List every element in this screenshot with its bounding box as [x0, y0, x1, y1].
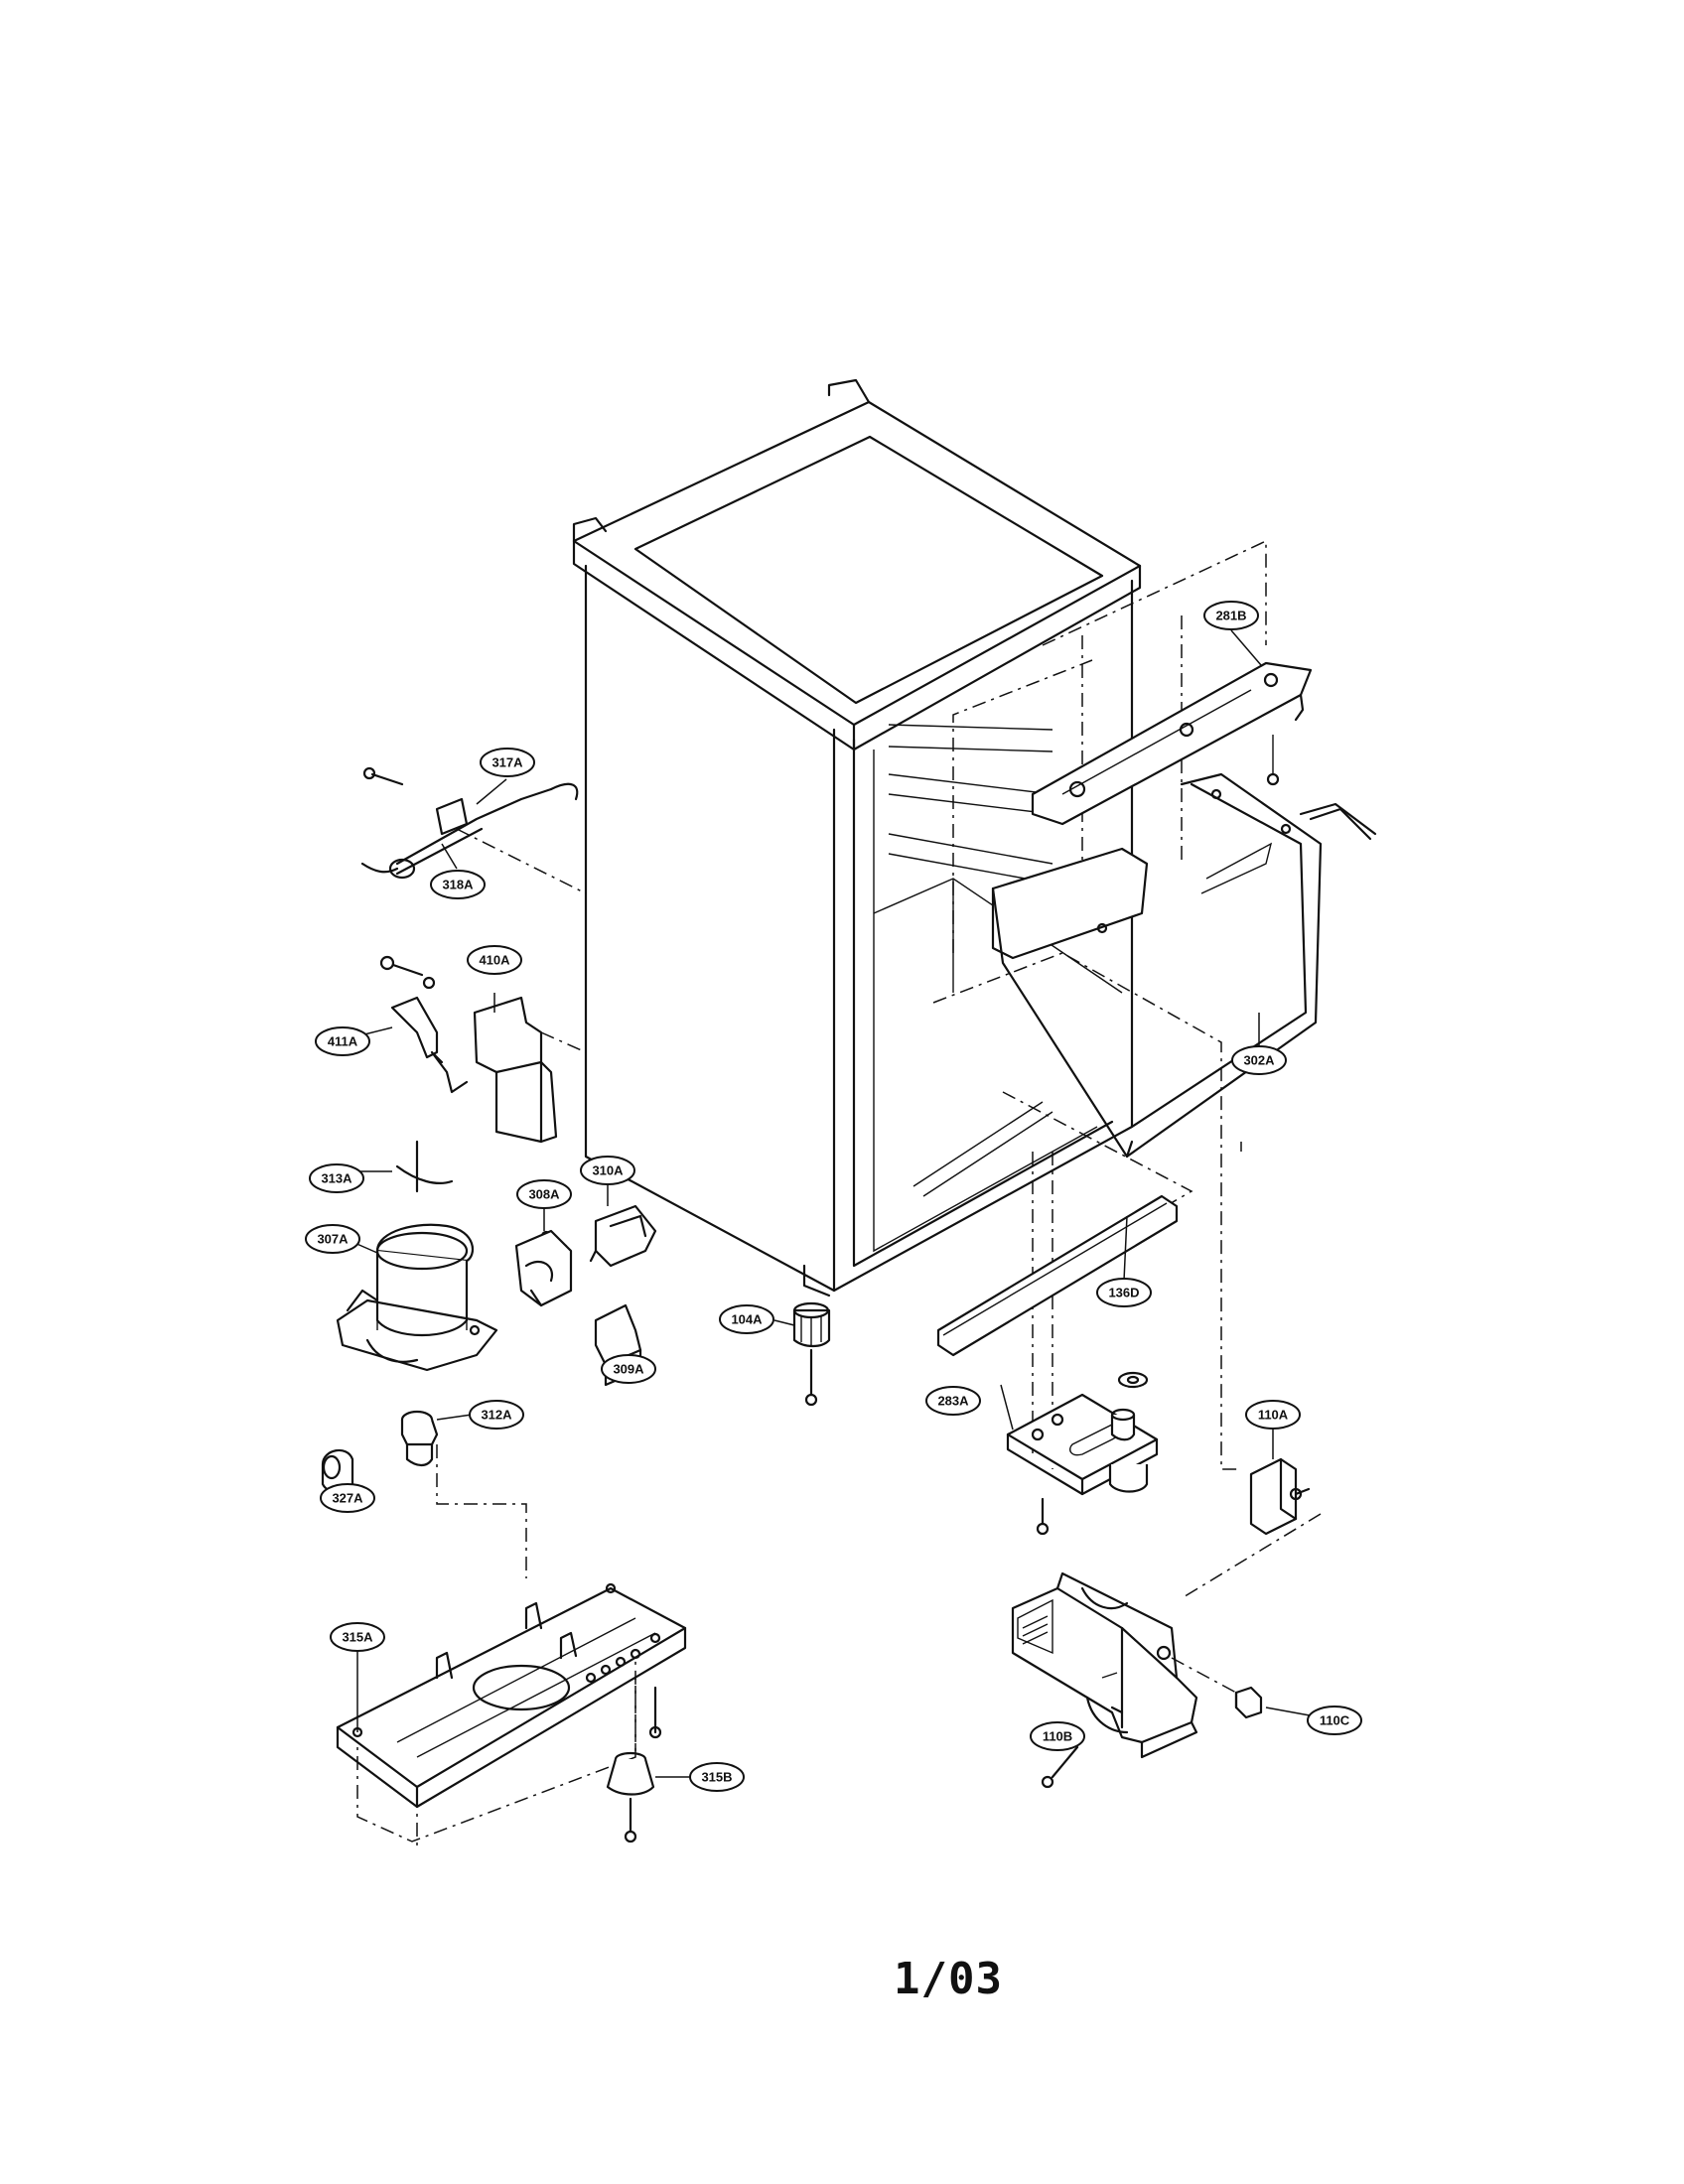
callout-110c: 110C — [1307, 1706, 1362, 1735]
svg-text:410A: 410A — [479, 953, 510, 968]
svg-text:315A: 315A — [342, 1630, 373, 1645]
callout-104a: 104A — [719, 1304, 774, 1334]
svg-text:308A: 308A — [528, 1187, 560, 1202]
callout-313a: 313A — [309, 1163, 364, 1193]
switch-110a — [1249, 1457, 1311, 1536]
callout-315a: 315A — [330, 1622, 385, 1652]
callout-315b: 315B — [689, 1762, 745, 1792]
thermostat-sensor-317a — [360, 766, 587, 894]
svg-text:310A: 310A — [592, 1163, 624, 1178]
refrigerator-cabinet — [572, 378, 1142, 1297]
callouts: 281B 317A 318A 410A 411A 302A 313A 308A — [305, 601, 1362, 1792]
callout-312a: 312A — [469, 1400, 524, 1430]
callout-410a: 410A — [467, 945, 522, 975]
callout-327a: 327A — [320, 1483, 375, 1513]
svg-text:302A: 302A — [1243, 1053, 1275, 1068]
callout-318a: 318A — [430, 870, 486, 899]
svg-text:104A: 104A — [731, 1312, 763, 1327]
crisper-tray-302a — [991, 772, 1377, 1159]
svg-text:312A: 312A — [481, 1408, 512, 1423]
base-plate-315a — [336, 1582, 687, 1809]
rubber-foot-315b — [606, 1751, 655, 1843]
callout-136d: 136D — [1096, 1278, 1152, 1307]
callout-310a: 310A — [580, 1156, 635, 1185]
svg-text:313A: 313A — [321, 1171, 352, 1186]
callout-317a: 317A — [480, 748, 535, 777]
callout-307a: 307A — [305, 1224, 360, 1254]
grommet-312a — [400, 1410, 439, 1467]
seal-strip-136d — [936, 1194, 1179, 1357]
callout-309a: 309A — [601, 1354, 656, 1384]
svg-text:307A: 307A — [317, 1232, 349, 1247]
svg-text:327A: 327A — [332, 1491, 363, 1506]
svg-text:309A: 309A — [613, 1362, 644, 1377]
svg-text:136D: 136D — [1108, 1286, 1139, 1300]
callout-110b: 110B — [1030, 1721, 1085, 1751]
control-box-110b — [1011, 1571, 1198, 1789]
callout-281b: 281B — [1203, 601, 1259, 630]
svg-text:283A: 283A — [937, 1394, 969, 1409]
page-number: 1/03 — [894, 1954, 1003, 2004]
callout-302a: 302A — [1231, 1045, 1287, 1075]
svg-text:411A: 411A — [328, 1034, 358, 1049]
svg-text:317A: 317A — [491, 755, 523, 770]
relay-308a — [514, 1229, 573, 1307]
callout-411a: 411A — [315, 1026, 370, 1056]
svg-text:110C: 110C — [1320, 1713, 1350, 1728]
lower-hinge-283a — [1006, 1371, 1159, 1536]
knob-110c — [1171, 1657, 1263, 1719]
callout-308a: 308A — [516, 1179, 572, 1209]
compressor-307a — [336, 1140, 498, 1372]
svg-text:110B: 110B — [1043, 1729, 1072, 1744]
top-hinge-bracket-281b — [1031, 661, 1313, 826]
svg-text:110A: 110A — [1258, 1408, 1289, 1423]
svg-text:315B: 315B — [701, 1770, 732, 1785]
callout-110a: 110A — [1245, 1400, 1301, 1430]
power-cord-and-cover-410a — [379, 955, 587, 1144]
svg-text:318A: 318A — [442, 878, 474, 892]
svg-text:281B: 281B — [1215, 609, 1246, 623]
callout-283a: 283A — [925, 1386, 981, 1416]
overload-310a — [589, 1204, 657, 1268]
leveling-foot-104a — [792, 1301, 831, 1407]
